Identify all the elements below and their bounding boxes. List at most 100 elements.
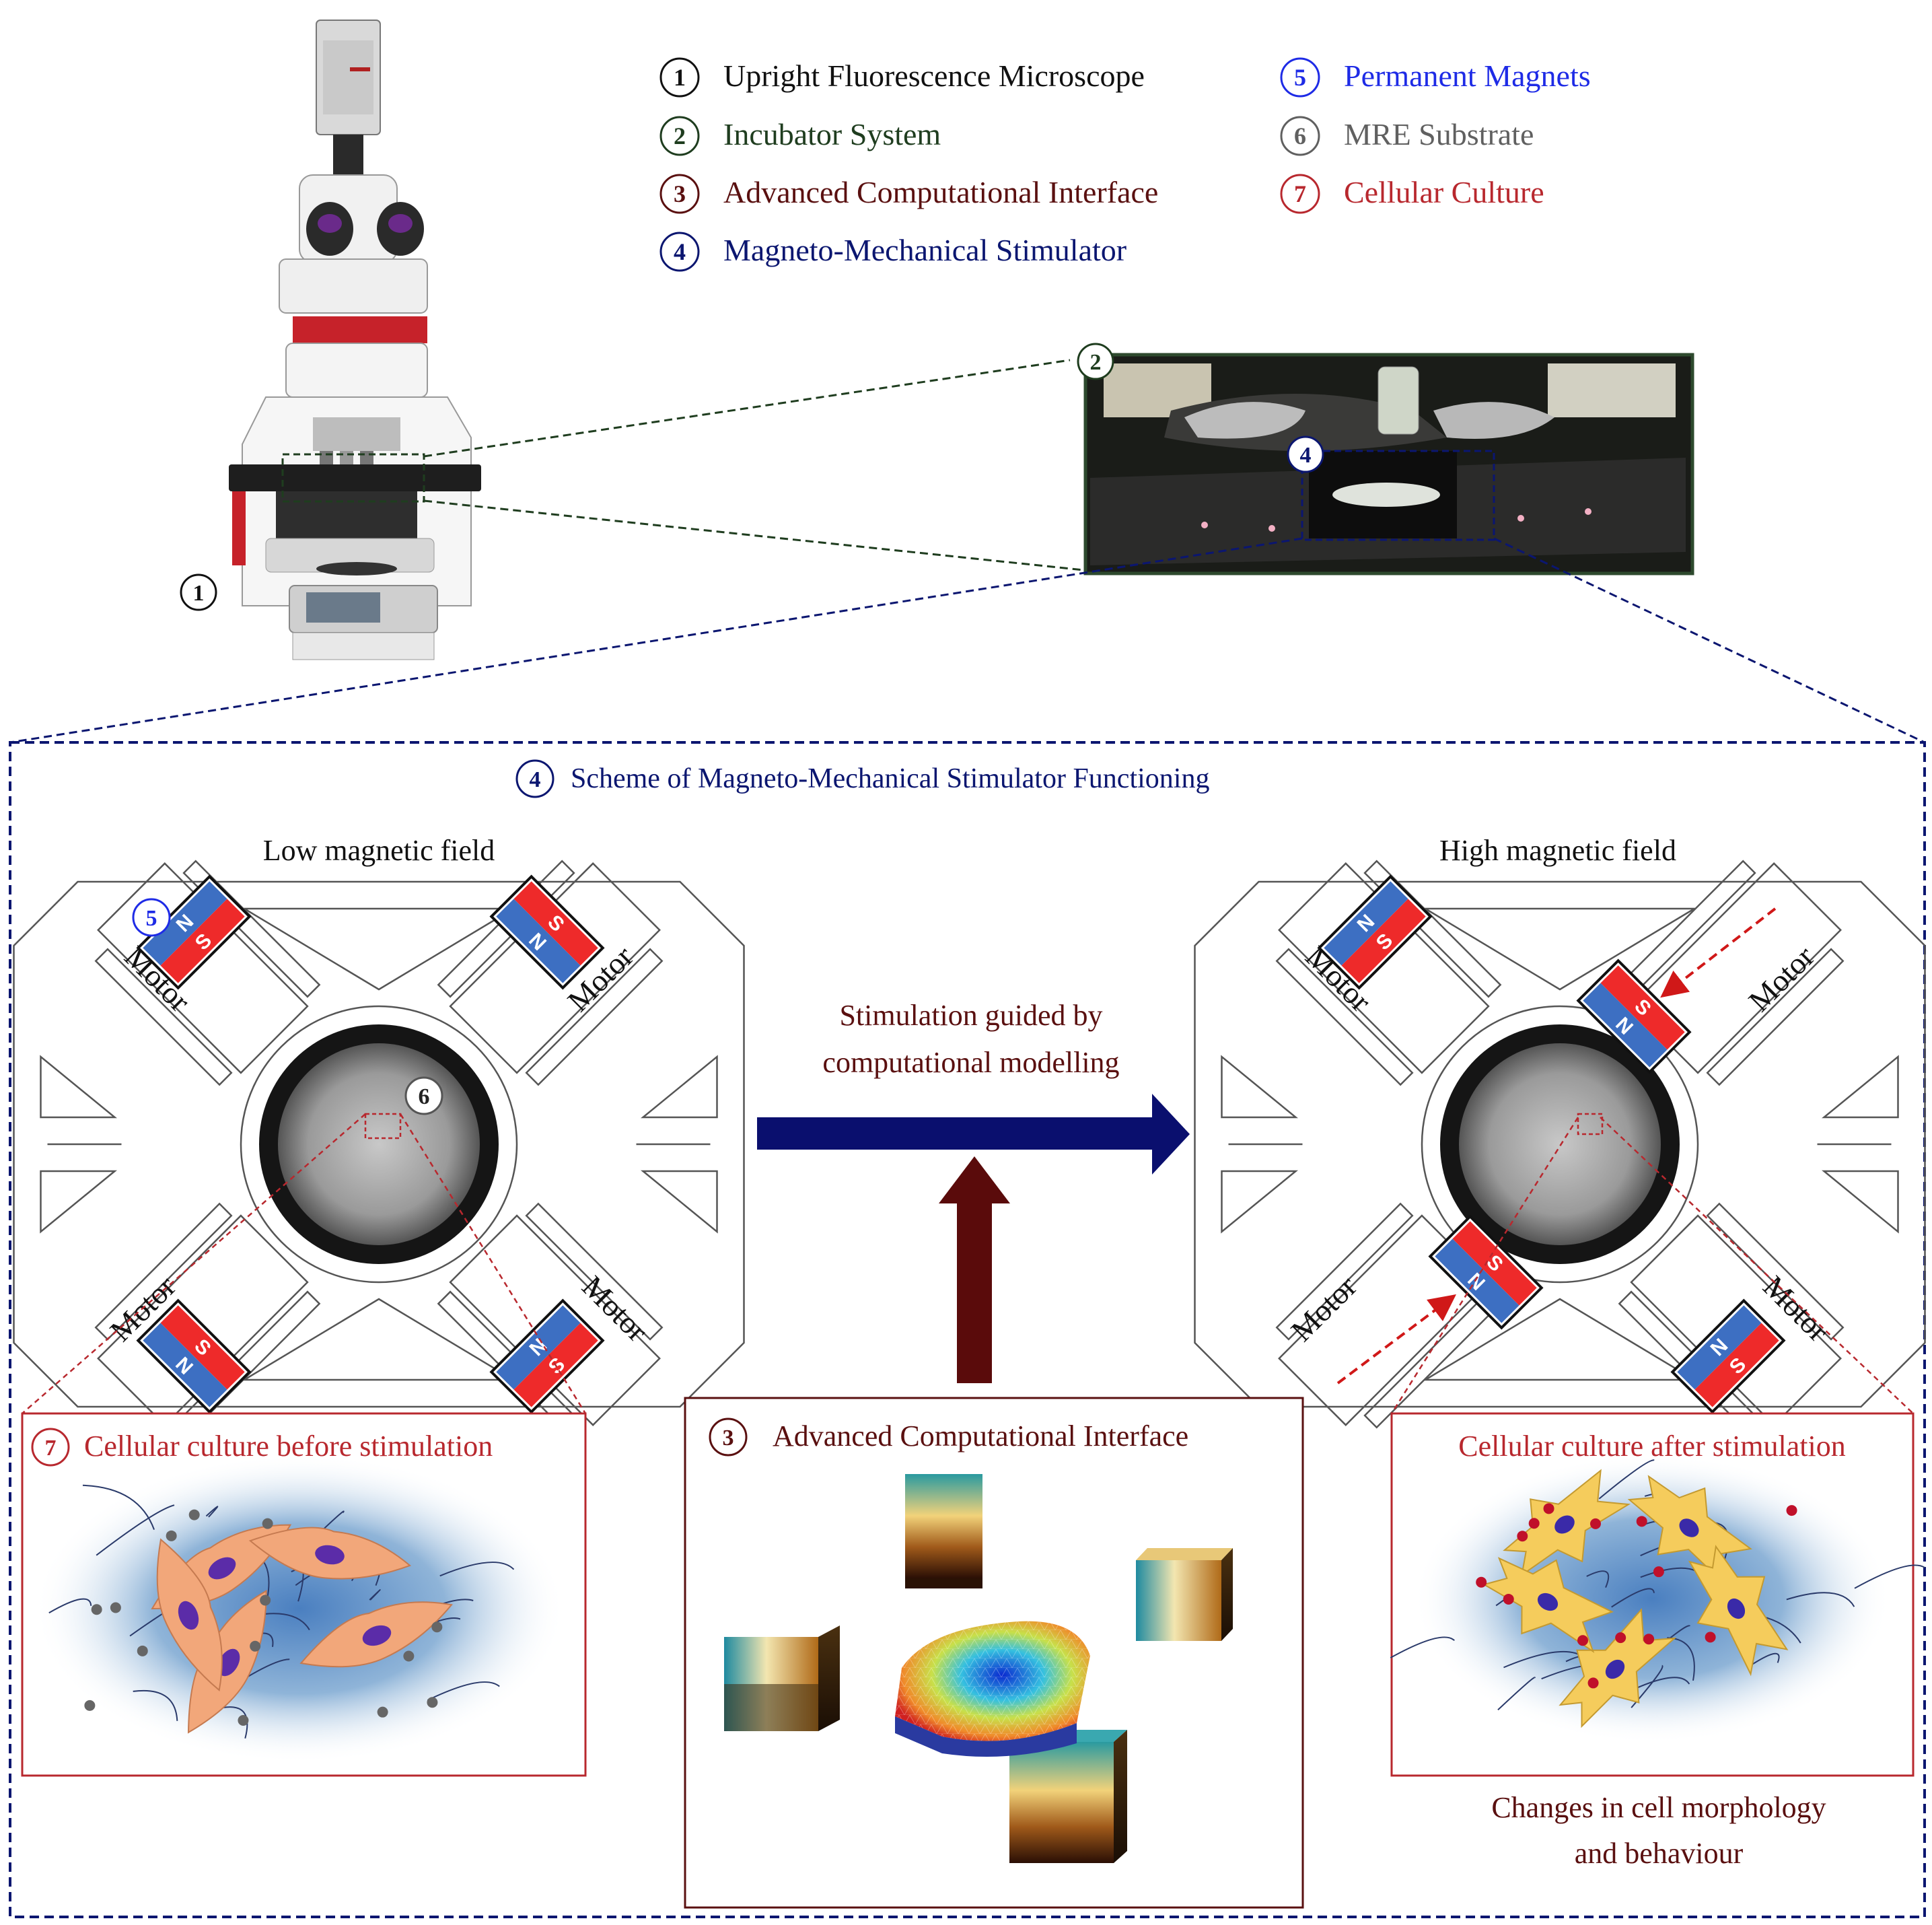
ecm-node (1653, 1566, 1664, 1577)
magnet-marker-number: 5 (146, 906, 157, 931)
scheme-title-number: 4 (530, 767, 541, 792)
motor-label: Motor (1742, 939, 1820, 1018)
incubator-marker-number: 2 (1090, 350, 1102, 375)
substrate-marker-number: 6 (419, 1084, 430, 1109)
ecm-node (84, 1700, 95, 1711)
legend-label: Incubator System (723, 117, 941, 151)
scheme-title-text: Scheme of Magneto-Mechanical Stimulator … (571, 763, 1209, 794)
culture-after-panel: Cellular culture after stimulation (1390, 1413, 1925, 1776)
legend-number: 5 (1294, 64, 1306, 91)
legend-item-3: 3Advanced Computational Interface (661, 175, 1158, 213)
ecm-node (378, 1707, 388, 1718)
ecm-node (260, 1595, 271, 1606)
ecm-node (1517, 1531, 1528, 1541)
magnet-marker: 5 (133, 899, 170, 936)
microscope-marker-number: 1 (193, 581, 205, 606)
scheme-title: 4 Scheme of Magneto-Mechanical Stimulato… (517, 761, 1209, 797)
culture-before-number: 7 (45, 1436, 57, 1461)
legend-label: MRE Substrate (1344, 117, 1534, 151)
stimulator-marker: 4 (1288, 437, 1323, 472)
ecm-node (137, 1646, 148, 1656)
mre-substrate (1459, 1043, 1661, 1245)
culture-before-title: Cellular culture before stimulation (84, 1430, 493, 1463)
ecm-node (262, 1518, 273, 1529)
changes-text-line1: Changes in cell morphology (1491, 1791, 1826, 1824)
ecm-node (1590, 1518, 1601, 1529)
permanent-magnet: NS (491, 1300, 602, 1411)
high-field-title: High magnetic field (1439, 834, 1676, 867)
incubator-marker: 2 (1078, 344, 1113, 379)
ecm-node (1787, 1505, 1797, 1516)
changes-text-line2: and behaviour (1575, 1837, 1744, 1870)
stimulator-plate-high-field: MotorMotorMotorMotorNSSNSNNS (1195, 847, 1925, 1442)
zoom-lines-incubator (424, 360, 1090, 571)
ecm-node (1643, 1634, 1654, 1644)
permanent-magnet: NS (1672, 1300, 1783, 1411)
legend-item-1: 1 Upright Fluorescence Microscope (661, 59, 1145, 96)
interface-number: 3 (723, 1426, 734, 1450)
ecm-node (1529, 1518, 1540, 1529)
legend-item-4: 4 Magneto-Mechanical Stimulator (661, 233, 1126, 271)
ecm-node (431, 1621, 442, 1632)
ecm-node (166, 1531, 177, 1541)
legend-number: 4 (674, 238, 686, 265)
stimulation-text-line1: Stimulation guided by (839, 999, 1102, 1032)
ecm-node (1637, 1516, 1647, 1527)
legend-item-6: 6 MRE Substrate (1281, 117, 1534, 155)
ecm-node (1615, 1632, 1626, 1643)
ecm-node (92, 1604, 102, 1615)
plate-cutout (1824, 1171, 1898, 1232)
microscope-marker: 1 (181, 575, 216, 610)
plate-cutout (41, 1171, 115, 1232)
ecm-node (1705, 1632, 1716, 1642)
ecm-node (1476, 1577, 1487, 1588)
ecm-node (250, 1641, 260, 1652)
simulation-cube-top (905, 1474, 982, 1588)
legend-item-2: 2 Incubator System (661, 117, 941, 155)
legend-item-7: 7 Cellular Culture (1281, 175, 1544, 213)
legend: 1 Upright Fluorescence Microscope 2 Incubat… (661, 59, 1591, 271)
plate-cutout (1222, 1171, 1296, 1232)
culture-before-panel: 7 Cellular culture before stimulation (22, 1413, 585, 1776)
legend-number: 2 (674, 123, 686, 149)
stimulation-text-line2: computational modelling (822, 1046, 1119, 1079)
legend-label: Permanent Magnets (1344, 59, 1591, 93)
ecm-node (110, 1602, 121, 1613)
incubator-photo (1085, 355, 1692, 573)
plate-cutout (41, 1057, 115, 1117)
interface-arrow-up (939, 1156, 1010, 1383)
mre-substrate (278, 1043, 480, 1245)
legend-item-5: 5 Permanent Magnets (1281, 59, 1591, 96)
legend-label: Magneto-Mechanical Stimulator (723, 233, 1126, 267)
simulation-cube-right (1136, 1548, 1233, 1641)
low-field-title: Low magnetic field (263, 834, 495, 867)
ecm-node (1577, 1635, 1588, 1646)
ecm-node (189, 1510, 200, 1520)
legend-label: Upright Fluorescence Microscope (723, 59, 1145, 93)
legend-number: 7 (1294, 180, 1306, 207)
plate-cutout (1222, 1057, 1296, 1117)
microscope-photo (229, 20, 481, 660)
ecm-node (427, 1697, 437, 1708)
ecm-node (1503, 1594, 1514, 1605)
legend-label: Advanced Computational Interface (723, 175, 1158, 209)
ecm-node (403, 1650, 414, 1661)
legend-number: 1 (674, 64, 686, 91)
plate-cutout (1824, 1057, 1898, 1117)
ecm-node (1588, 1677, 1599, 1688)
simulation-cube-left (724, 1625, 840, 1731)
stimulator-marker-number: 4 (1300, 443, 1312, 468)
legend-label: Cellular Culture (1344, 175, 1544, 209)
ecm-node (238, 1715, 248, 1726)
culture-after-title: Cellular culture after stimulation (1458, 1430, 1845, 1463)
legend-number: 6 (1294, 123, 1306, 149)
plate-cutout (643, 1171, 717, 1232)
interface-title: Advanced Computational Interface (773, 1420, 1188, 1452)
ecm-node (1544, 1503, 1554, 1514)
magnet-motion-arrow (1338, 1302, 1445, 1383)
substrate-marker: 6 (406, 1078, 442, 1114)
plate-cutout (643, 1057, 717, 1117)
computational-interface-panel: 3 Advanced Computational Interface (685, 1398, 1303, 1908)
